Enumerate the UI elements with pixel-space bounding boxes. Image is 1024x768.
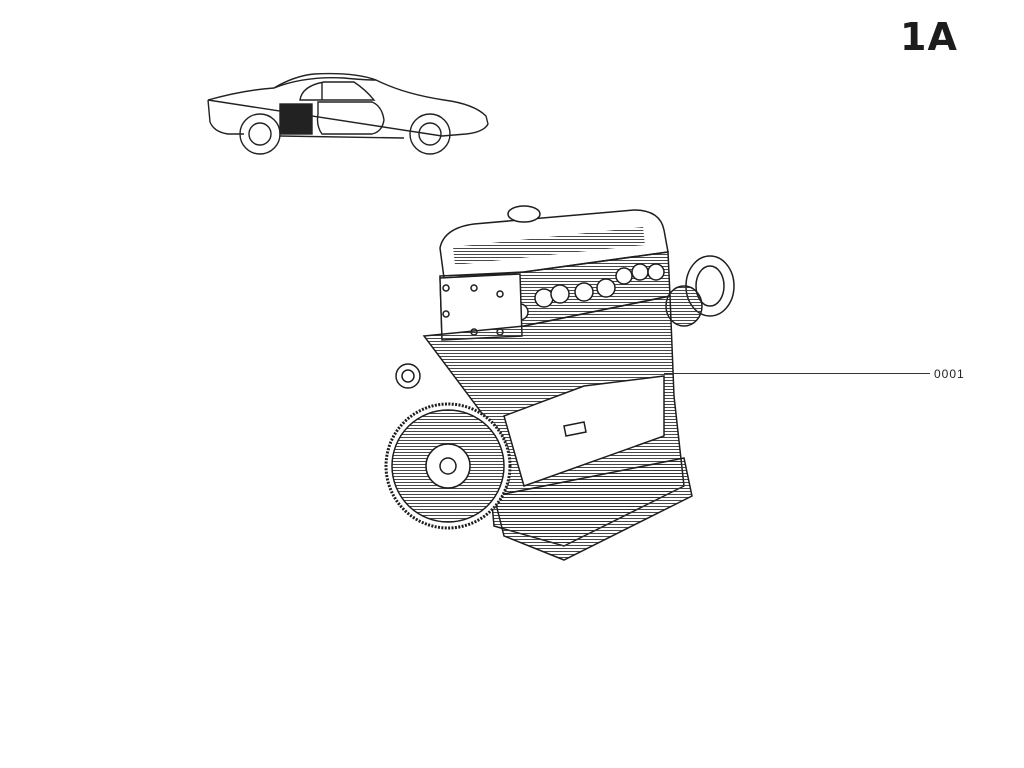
- car-body-outline: [207, 72, 489, 139]
- rear-wheel: [239, 113, 281, 155]
- part-number-label: 0001: [934, 367, 965, 381]
- engine-illustration: [384, 205, 735, 561]
- engine-location-highlight: [279, 103, 313, 135]
- page-code: 1A: [900, 15, 958, 59]
- car-door: [316, 101, 385, 135]
- front-wheel: [409, 113, 451, 155]
- car-locator-diagram: [207, 72, 489, 155]
- car-window: [299, 81, 376, 101]
- callout-leader-line: [664, 373, 930, 374]
- oil-sump: [493, 457, 693, 561]
- oil-filler-cap: [507, 205, 541, 223]
